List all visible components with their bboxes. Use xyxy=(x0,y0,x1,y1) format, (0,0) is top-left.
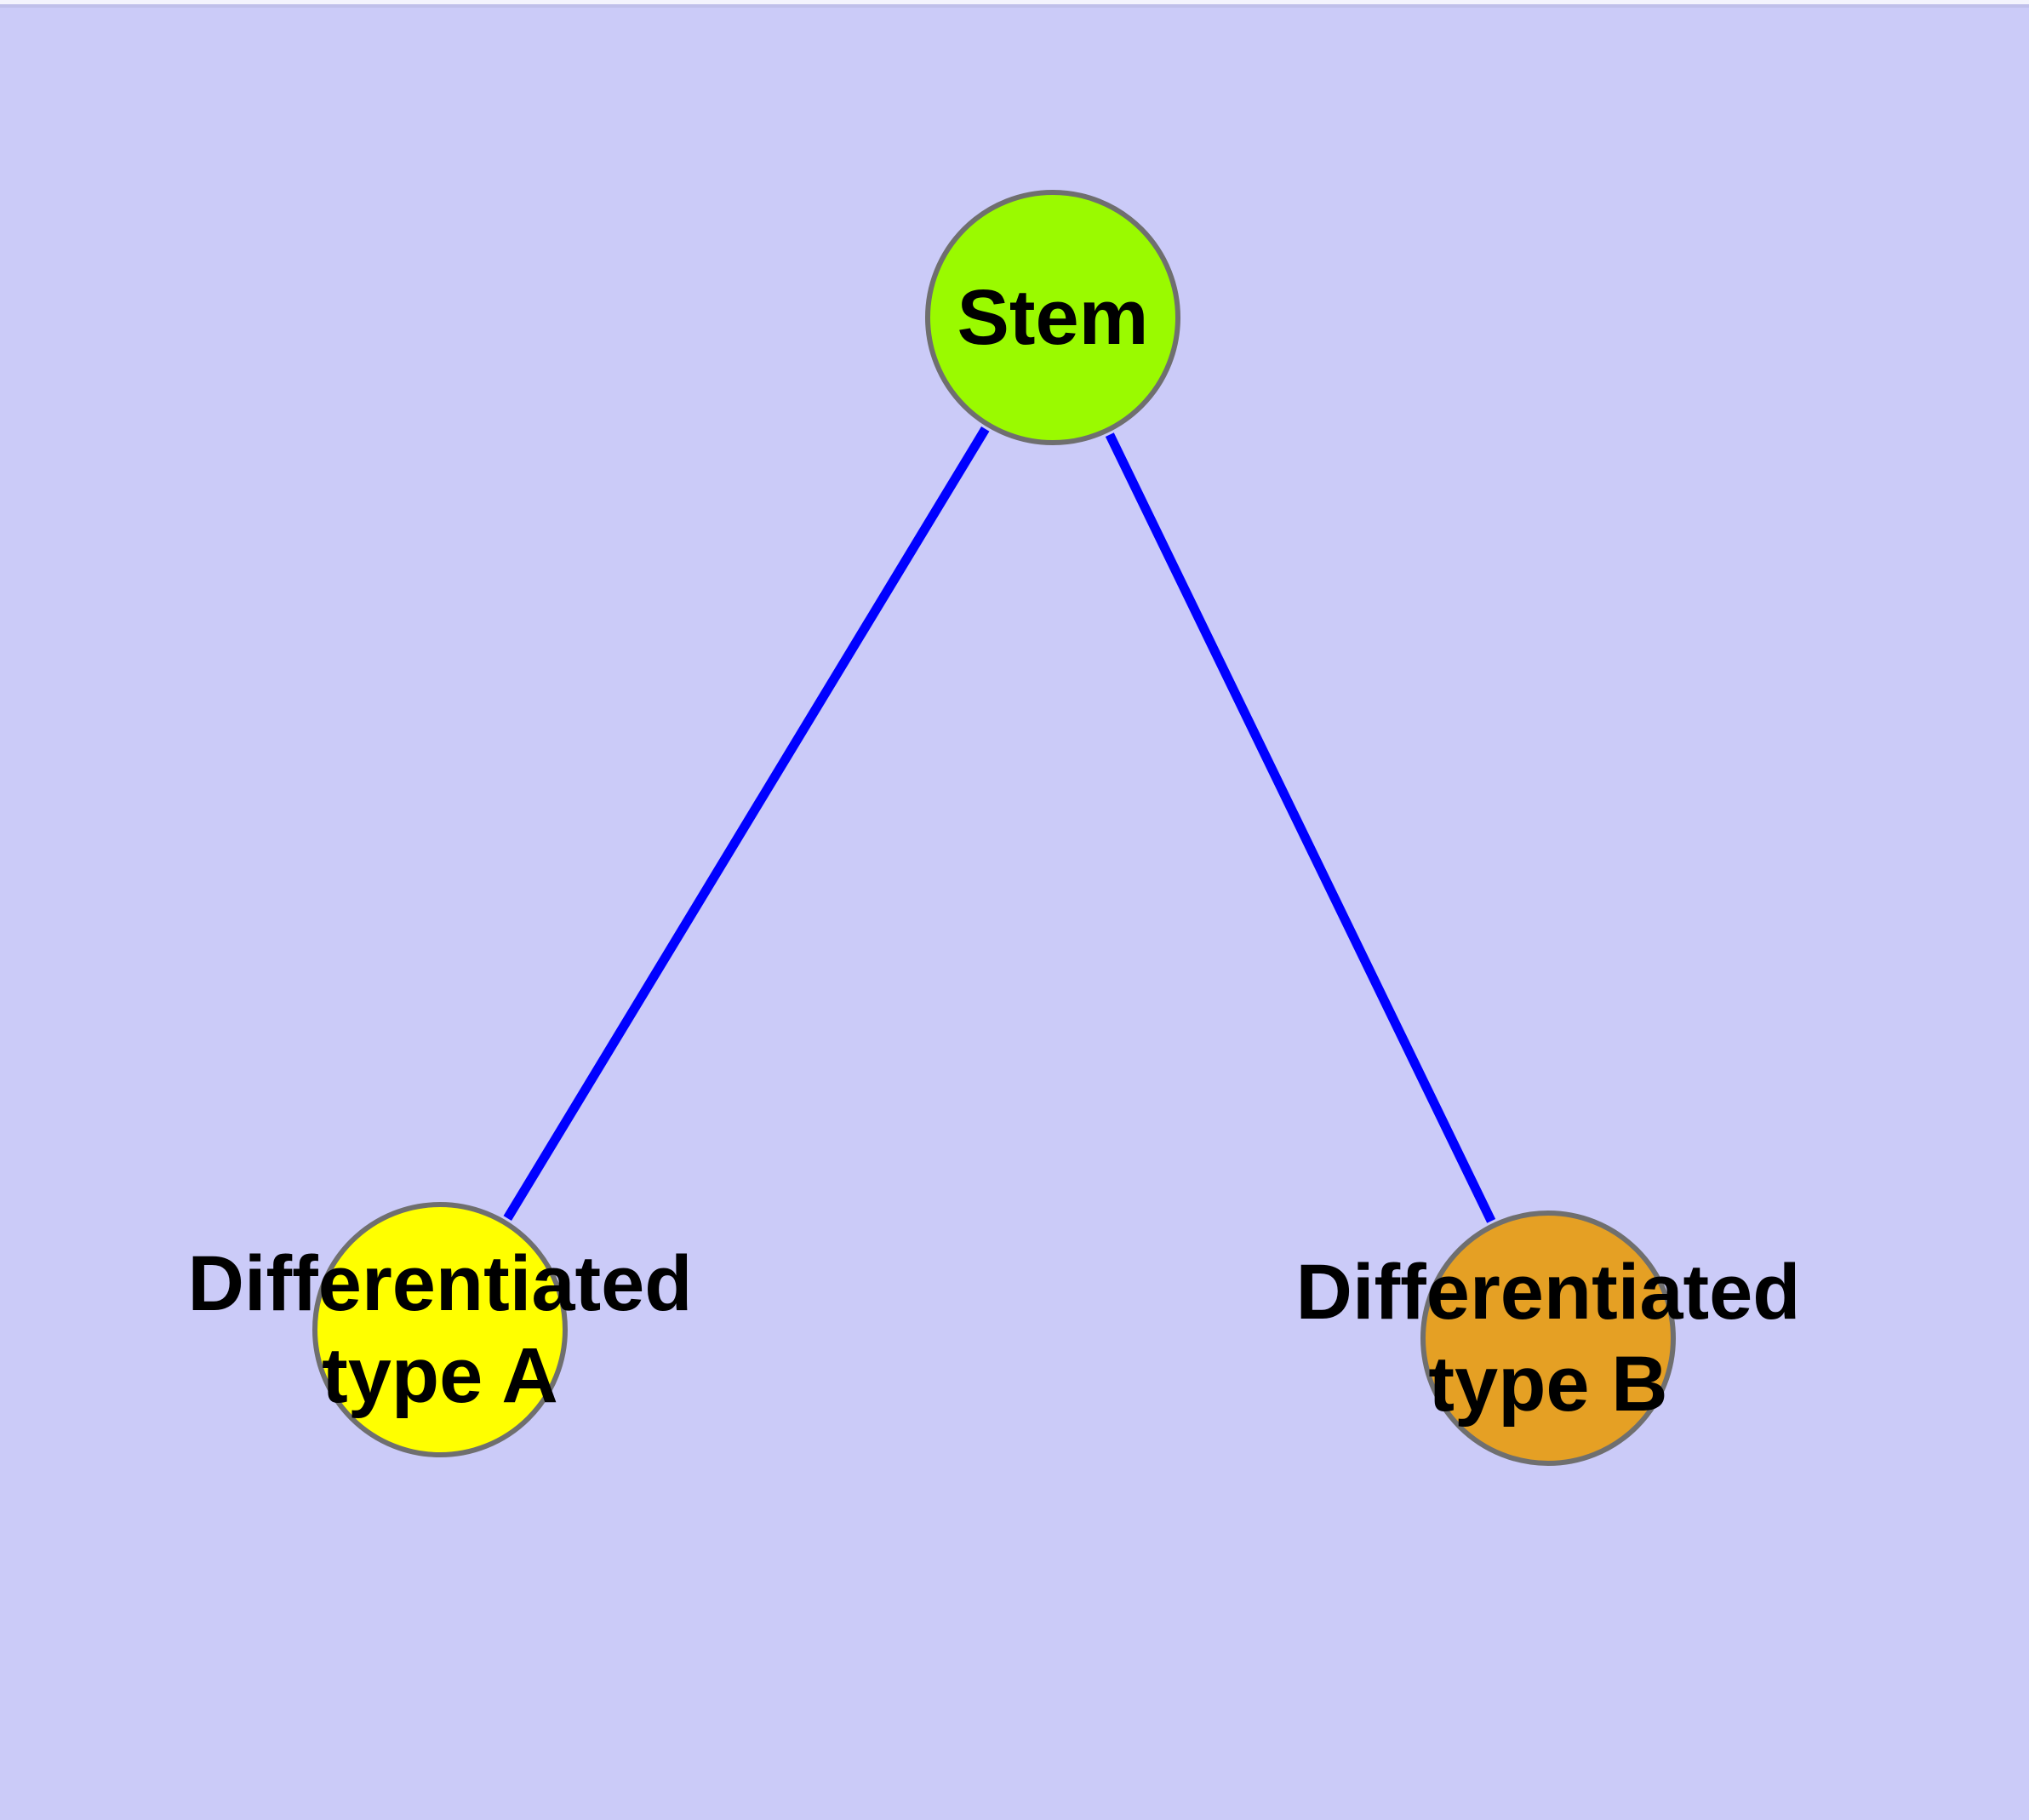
node-stem-label-line: Stem xyxy=(957,274,1149,361)
node-differentiated-type-a-label: Differentiated type A xyxy=(188,1238,693,1422)
window-top-edge-line xyxy=(0,4,2029,8)
node-differentiated-type-b: Differentiated type B xyxy=(1296,1210,1800,1466)
node-stem: Stem xyxy=(925,190,1180,445)
node-stem-label: Stem xyxy=(957,272,1149,363)
node-differentiated-type-a: Differentiated type A xyxy=(188,1202,692,1457)
node-differentiated-type-a-label-line-2: type A xyxy=(322,1332,558,1419)
node-differentiated-type-b-label-line-2: type B xyxy=(1428,1341,1668,1428)
edge-stem-to-diff-b xyxy=(1105,432,1496,1223)
node-differentiated-type-b-label-line-1: Differentiated xyxy=(1295,1249,1801,1336)
node-differentiated-type-b-label: Differentiated type B xyxy=(1296,1246,1801,1430)
window-top-edge-highlight xyxy=(0,0,2029,4)
edge-stem-to-diff-a xyxy=(503,426,990,1221)
node-differentiated-type-a-label-line-1: Differentiated xyxy=(187,1240,693,1327)
